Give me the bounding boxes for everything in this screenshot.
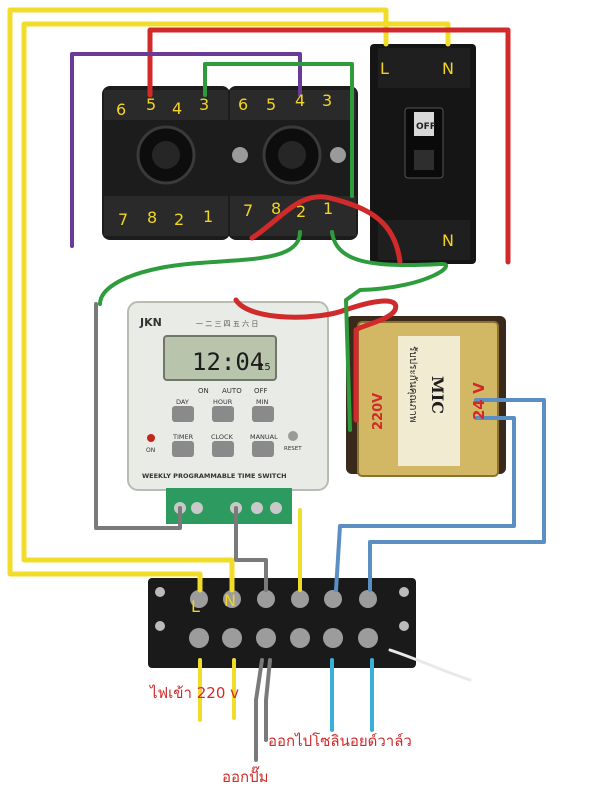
wire-purple bbox=[70, 52, 302, 248]
relay-right-top-pin: 3 bbox=[322, 91, 332, 110]
relay-right-top-pin: 5 bbox=[266, 95, 276, 114]
breaker-bottom-n-label: N bbox=[442, 231, 454, 250]
timer-days: 一 二 三 四 五 六 日 bbox=[196, 319, 258, 328]
wire-white bbox=[388, 648, 472, 682]
manual-button bbox=[252, 441, 274, 457]
relay-left-top-pin: 5 bbox=[146, 95, 156, 114]
timer-label: TIMER bbox=[172, 433, 194, 441]
relay-left-top-pin: 3 bbox=[199, 95, 209, 114]
wire-red bbox=[233, 297, 399, 423]
wire-red bbox=[147, 27, 511, 265]
relay-right-bottom-pin: 1 bbox=[323, 199, 333, 218]
reset-button bbox=[288, 431, 298, 441]
wire-gray bbox=[94, 302, 182, 530]
transformer-input-label: 220V bbox=[371, 393, 386, 430]
relay-left-bottom-pin: 8 bbox=[147, 208, 157, 227]
transformer-output-label: 24 V bbox=[470, 382, 488, 420]
wire-gray bbox=[264, 658, 272, 742]
relay-left-bottom-pin: 2 bbox=[174, 210, 184, 229]
breaker-switch-label: OFF bbox=[416, 122, 436, 132]
relay-left-top-pin: 6 bbox=[116, 100, 126, 119]
mode-on: ON bbox=[198, 387, 209, 395]
day-label: DAY bbox=[176, 398, 189, 406]
day-button bbox=[172, 406, 194, 422]
clock-button bbox=[212, 441, 234, 457]
caption-to-solenoid: ออกไปโซลินอยด์วาล์ว bbox=[268, 732, 412, 750]
timer-footer: WEEKLY PROGRAMMABLE TIME SWITCH bbox=[142, 472, 287, 480]
reset-label: RESET bbox=[284, 446, 302, 452]
terminal-n-label: N bbox=[224, 591, 236, 610]
min-label: MIN bbox=[256, 398, 269, 406]
relay-socket-left bbox=[102, 86, 230, 240]
caption-to-pump: ออกปั๊ม bbox=[222, 766, 269, 786]
relay-socket-right bbox=[228, 86, 358, 240]
timer-display-seconds: 15 bbox=[258, 362, 271, 373]
breaker-n-label: N bbox=[442, 59, 454, 78]
timer-display: 12:04 bbox=[192, 348, 264, 376]
min-button bbox=[252, 406, 274, 422]
screw-icon bbox=[330, 147, 346, 163]
wires bbox=[7, 7, 546, 762]
relay-right-top-pin: 6 bbox=[238, 95, 248, 114]
wire-gray bbox=[234, 506, 268, 592]
wire-green bbox=[203, 62, 354, 198]
relay-right-bottom-pin: 2 bbox=[296, 202, 306, 221]
hour-label: HOUR bbox=[213, 398, 233, 406]
wire-blue bbox=[368, 398, 546, 592]
breaker-l-label: L bbox=[380, 59, 389, 78]
hour-button bbox=[212, 406, 234, 422]
screw-icon bbox=[232, 147, 248, 163]
mode-auto: AUTO bbox=[222, 387, 242, 395]
manual-label: MANUAL bbox=[250, 433, 278, 441]
clock-label: CLOCK bbox=[211, 433, 234, 441]
wire-green bbox=[330, 230, 448, 432]
transformer-thai-text: รับประกันคุณภาพ bbox=[407, 346, 418, 422]
terminal-l-label: L bbox=[191, 597, 200, 616]
transformer bbox=[346, 316, 506, 477]
mode-off: OFF bbox=[254, 387, 268, 395]
relay-left-top-pin: 4 bbox=[172, 99, 182, 118]
wire-green bbox=[98, 230, 302, 306]
relay-right-bottom-pin: 7 bbox=[243, 201, 253, 220]
wire-yellow bbox=[7, 7, 389, 593]
on-label: ON bbox=[146, 447, 155, 454]
relay-left-bottom-pin: 7 bbox=[118, 210, 128, 229]
wire-gray bbox=[254, 658, 264, 762]
relay-right-bottom-pin: 8 bbox=[271, 199, 281, 218]
wire-blue bbox=[334, 416, 516, 592]
timer-brand: JKN bbox=[139, 316, 162, 329]
circuit-breaker bbox=[370, 44, 476, 264]
time-switch bbox=[127, 301, 329, 524]
relay-right-top-pin: 4 bbox=[295, 91, 305, 110]
on-led bbox=[147, 434, 155, 442]
wire-red bbox=[249, 194, 403, 265]
timer-button bbox=[172, 441, 194, 457]
terminal-block bbox=[148, 578, 416, 668]
caption-power-in: ไฟเข้า 220 v bbox=[149, 684, 239, 702]
wire-yellow bbox=[21, 21, 451, 593]
transformer-brand: MIC bbox=[428, 376, 447, 414]
relay-left-bottom-pin: 1 bbox=[203, 207, 213, 226]
